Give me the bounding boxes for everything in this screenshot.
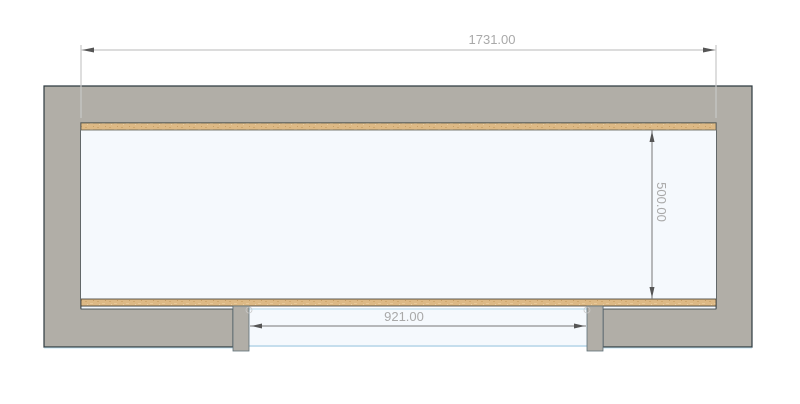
right-hinge-marker [583, 306, 591, 314]
opening-width-label: 921.00 [384, 309, 424, 324]
arrow-up-icon [649, 131, 655, 142]
door-opening [80, 305, 717, 347]
interior-space [81, 130, 716, 300]
arrow-left-icon [251, 323, 262, 329]
left-hinge-marker [245, 306, 253, 314]
opening-width-dimension[interactable]: 921.00 [250, 309, 586, 329]
overall-width-label: 1731.00 [469, 32, 516, 47]
arrow-right-icon [574, 323, 585, 329]
arrow-down-icon [649, 287, 655, 298]
right-jamb[interactable] [586, 305, 604, 352]
inner-depth-dimension[interactable]: 500.00 [649, 130, 670, 299]
left-jamb[interactable] [232, 305, 250, 352]
arrow-left-icon [82, 47, 94, 53]
overall-width-dimension[interactable]: 1731.00 [80, 32, 717, 118]
arrow-right-icon [703, 47, 715, 53]
inner-depth-label: 500.00 [654, 182, 669, 222]
bottom-plank[interactable] [80, 298, 717, 307]
top-plank[interactable] [80, 122, 717, 131]
